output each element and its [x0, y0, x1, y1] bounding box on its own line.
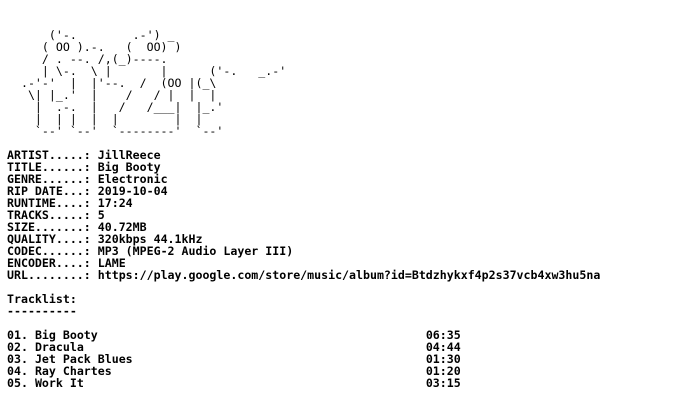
track-duration: 01:20	[425, 364, 461, 378]
meta-label: GENRE......	[7, 172, 84, 186]
track-row: 04. Ray Chartes 01:20	[7, 365, 600, 377]
meta-value: Electronic	[97, 172, 168, 186]
track-duration: 01:30	[425, 352, 461, 366]
track-number: 02.	[7, 340, 28, 354]
meta-separator: :	[83, 148, 98, 162]
track-title: Jet Pack Blues	[34, 352, 133, 366]
meta-separator: :	[83, 244, 98, 258]
meta-value: MP3 (MPEG-2 Audio Layer III)	[97, 244, 294, 258]
meta-row-genre: GENRE......: Electronic	[7, 173, 600, 185]
meta-separator: :	[83, 184, 98, 198]
track-number: 03.	[7, 352, 28, 366]
meta-label: ARTIST.....	[7, 148, 84, 162]
meta-row-tracks: TRACKS.....: 5	[7, 209, 600, 221]
meta-label: URL........	[7, 268, 84, 282]
meta-row-encoder: ENCODER....: LAME	[7, 257, 600, 269]
meta-separator: :	[83, 268, 98, 282]
track-row: 01. Big Booty 06:35	[7, 329, 600, 341]
meta-separator: :	[83, 172, 98, 186]
album-url: https://play.google.com/store/music/albu…	[97, 268, 601, 282]
meta-separator: :	[83, 208, 98, 222]
track-row: 03. Jet Pack Blues 01:30	[7, 353, 600, 365]
meta-label: ENCODER....	[7, 256, 84, 270]
meta-row-artist: ARTIST.....: JillReece	[7, 149, 600, 161]
meta-row-rip-date: RIP DATE...: 2019-10-04	[7, 185, 600, 197]
track-duration: 03:15	[425, 376, 461, 390]
meta-value: JillReece	[97, 148, 161, 162]
meta-separator: :	[83, 196, 98, 210]
meta-separator: :	[83, 232, 98, 246]
meta-label: TRACKS.....	[7, 208, 84, 222]
meta-row-title: TITLE......: Big Booty	[7, 161, 600, 173]
meta-separator: :	[83, 220, 98, 234]
meta-separator: :	[83, 256, 98, 270]
meta-label: RUNTIME....	[7, 196, 84, 210]
track-number: 05.	[7, 376, 28, 390]
meta-separator: :	[83, 160, 98, 174]
track-number: 01.	[7, 328, 28, 342]
nfo-text: ('-. .-') _ ( OO ).-. ( OO) ) / . --. /,…	[7, 29, 600, 389]
meta-value: LAME	[97, 256, 126, 270]
meta-label: CODEC......	[7, 244, 84, 258]
meta-row-quality: QUALITY....: 320kbps 44.1kHz	[7, 233, 600, 245]
track-title: Big Booty	[34, 328, 98, 342]
track-row: 02. Dracula 04:44	[7, 341, 600, 353]
track-number: 04.	[7, 364, 28, 378]
track-title: Dracula	[34, 340, 84, 354]
meta-label: TITLE......	[7, 160, 84, 174]
meta-value: Big Booty	[97, 160, 161, 174]
meta-row-runtime: RUNTIME....: 17:24	[7, 197, 600, 209]
meta-row-url: URL........: https://play.google.com/sto…	[7, 269, 600, 281]
meta-row-codec: CODEC......: MP3 (MPEG-2 Audio Layer III…	[7, 245, 600, 257]
track-title: Ray Chartes	[34, 364, 112, 378]
meta-value: 17:24	[97, 196, 133, 210]
track-title: Work It	[34, 376, 84, 390]
meta-value: 40.72MB	[97, 220, 147, 234]
meta-row-size: SIZE.......: 40.72MB	[7, 221, 600, 233]
blank-line	[7, 281, 600, 293]
meta-label: SIZE.......	[7, 220, 84, 234]
meta-label: RIP DATE...	[7, 184, 84, 198]
track-row: 05. Work It 03:15	[7, 377, 600, 389]
meta-value: 320kbps 44.1kHz	[97, 232, 203, 246]
meta-value: 2019-10-04	[97, 184, 168, 198]
tracklist-heading: Tracklist:	[7, 292, 77, 306]
track-duration: 06:35	[425, 328, 461, 342]
tracklist-rule: ----------	[7, 304, 77, 318]
ascii-art-logo: ('-. .-') _ ( OO ).-. ( OO) ) / . --. /,…	[20, 28, 287, 138]
meta-label: QUALITY....	[7, 232, 84, 246]
meta-value: 5	[97, 208, 105, 222]
track-duration: 04:44	[425, 340, 461, 354]
